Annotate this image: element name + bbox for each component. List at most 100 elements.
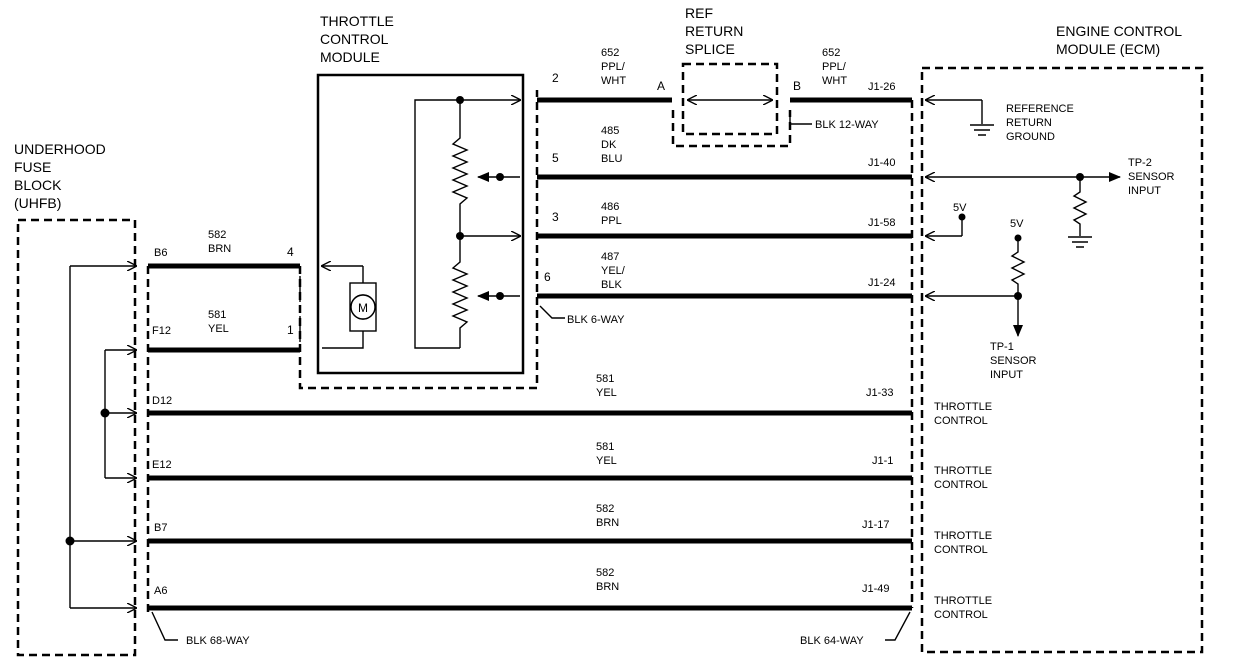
throttle-control-1a: THROTTLE: [934, 401, 992, 413]
wire-581-e12-color: YEL: [596, 455, 617, 467]
wire-581-d12-color: YEL: [596, 387, 617, 399]
motor-label: M: [358, 301, 368, 315]
supply-a-label: 5V: [953, 202, 967, 214]
fuse-block-title-2: FUSE: [14, 159, 51, 175]
wire-582-a6-color: BRN: [596, 581, 619, 593]
ecm-internal: REFERENCE RETURN GROUND TP-2 SENSOR INPU…: [926, 100, 1175, 621]
wire-582-a6-code: 582: [596, 567, 614, 579]
engine-control-module: ENGINE CONTROL MODULE (ECM) BLK 64-WAY: [800, 23, 1204, 654]
wire-487-code: 487: [601, 251, 619, 263]
throttle-control-1b: CONTROL: [934, 415, 988, 427]
fuse-block-title-3: BLOCK: [14, 177, 62, 193]
ecm-connector-leader: [885, 611, 911, 641]
module-pin-3: 3: [552, 210, 559, 224]
splice-title-2: RETURN: [685, 23, 743, 39]
fuse-pin-a6: A6: [154, 585, 167, 597]
wire-652-right-color1: PPL/: [822, 61, 847, 73]
motor-leads: [322, 266, 364, 349]
upper-wiper-dot: [496, 173, 504, 181]
supply-b-label: 5V: [1010, 218, 1024, 230]
fuse-block-title-4: (UHFB): [14, 195, 61, 211]
splice-connector-label: BLK 12-WAY: [815, 119, 879, 131]
throttle-control-3b: CONTROL: [934, 544, 988, 556]
module-connector-label: BLK 6-WAY: [567, 314, 625, 326]
wire-581-f12-color: YEL: [208, 323, 229, 335]
wires: 652 PPL/ WHT 2 652 PPL/ WHT J1-26 485 DK…: [146, 47, 912, 612]
wire-487-color2: BLK: [601, 279, 622, 291]
ref-ground-label-3: GROUND: [1006, 131, 1055, 143]
fuse-pin-b7: B7: [154, 522, 167, 534]
throttle-module-title-2: CONTROL: [320, 31, 389, 47]
throttle-module-title-1: THROTTLE: [320, 13, 394, 29]
wire-485-code: 485: [601, 125, 619, 137]
lower-wiper-dot: [496, 292, 504, 300]
wire-581-e12-code: 581: [596, 441, 614, 453]
throttle-control-4b: CONTROL: [934, 609, 988, 621]
motor-circle: [350, 294, 376, 320]
throttle-control-4a: THROTTLE: [934, 595, 992, 607]
tp1-label-1: TP-1: [990, 341, 1014, 353]
fuse-connector-label: BLK 68-WAY: [186, 635, 250, 647]
ecm-pin-j1-24: J1-24: [868, 277, 896, 289]
fuse-pin-f12: F12: [152, 325, 171, 337]
wire-486-code: 486: [601, 201, 619, 213]
ecm-pin-j1-49: J1-49: [862, 583, 890, 595]
throttle-control-3a: THROTTLE: [934, 530, 992, 542]
ecm-outline: [920, 66, 1204, 654]
throttle-module-title-3: MODULE: [320, 49, 380, 65]
wire-581-d12-code: 581: [596, 373, 614, 385]
splice-pin-b: B: [793, 79, 801, 93]
splice-connector-leader: [789, 112, 812, 125]
tp1-resistor: [1010, 238, 1026, 296]
wire-485-color1: DK: [601, 139, 617, 151]
ground-icon-ref: [970, 124, 994, 136]
wire-487-color1: YEL/: [601, 265, 626, 277]
upper-potentiometer: [451, 100, 469, 236]
module-frame-line: [414, 99, 460, 349]
wire-652-left-color1: PPL/: [601, 61, 626, 73]
module-connector-leader: [539, 305, 565, 319]
ecm-pin-j1-58: J1-58: [868, 217, 896, 229]
ecm-pin-j1-33: J1-33: [866, 387, 894, 399]
ref-ground-label-1: REFERENCE: [1006, 103, 1074, 115]
module-pin-4: 4: [287, 245, 294, 259]
wire-485-color2: BLU: [601, 153, 622, 165]
fuse-pin-d12: D12: [152, 395, 172, 407]
motor-housing: [349, 282, 377, 332]
tp1-label-2: SENSOR: [990, 355, 1037, 367]
wire-582-b6-color: BRN: [208, 243, 231, 255]
tp2-label-3: INPUT: [1128, 185, 1161, 197]
ecm-connector-label: BLK 64-WAY: [800, 635, 864, 647]
splice-title-1: REF: [685, 5, 713, 21]
throttle-module-box: [316, 73, 525, 375]
fuse-block: UNDERHOOD FUSE BLOCK (UHFB): [14, 141, 137, 657]
ground-icon-tp2: [1068, 236, 1092, 248]
tp2-label-2: SENSOR: [1128, 171, 1175, 183]
fuse-block-outline: [16, 218, 137, 657]
wire-582-b6-code: 582: [208, 229, 226, 241]
ecm-title-1: ENGINE CONTROL: [1056, 23, 1182, 39]
splice-connector: [671, 110, 792, 148]
ecm-pin-j1-17: J1-17: [862, 519, 890, 531]
ecm-pin-j1-26: J1-26: [868, 81, 896, 93]
ecm-pin-j1-1: J1-1: [872, 455, 893, 467]
module-pin-5: 5: [552, 151, 559, 165]
wire-652-right-color2: WHT: [822, 75, 847, 87]
wire-581-f12-code: 581: [208, 309, 226, 321]
fuse-connector-leader: [151, 611, 178, 641]
splice-pin-a: A: [657, 79, 665, 93]
module-pin-1: 1: [287, 323, 294, 337]
splice-title-3: SPLICE: [685, 41, 735, 57]
supply-a-dot: [958, 213, 966, 221]
module-pin-6: 6: [544, 270, 551, 284]
module-pin-2: 2: [552, 71, 559, 85]
wire-582-b7-color: BRN: [596, 517, 619, 529]
fuse-pin-e12: E12: [152, 459, 172, 471]
tp2-resistor: [1072, 177, 1088, 236]
splice-box: [681, 62, 779, 136]
wire-652-left-code: 652: [601, 47, 619, 59]
throttle-control-2b: CONTROL: [934, 479, 988, 491]
tp2-label-1: TP-2: [1128, 157, 1152, 169]
wire-652-right-code: 652: [822, 47, 840, 59]
